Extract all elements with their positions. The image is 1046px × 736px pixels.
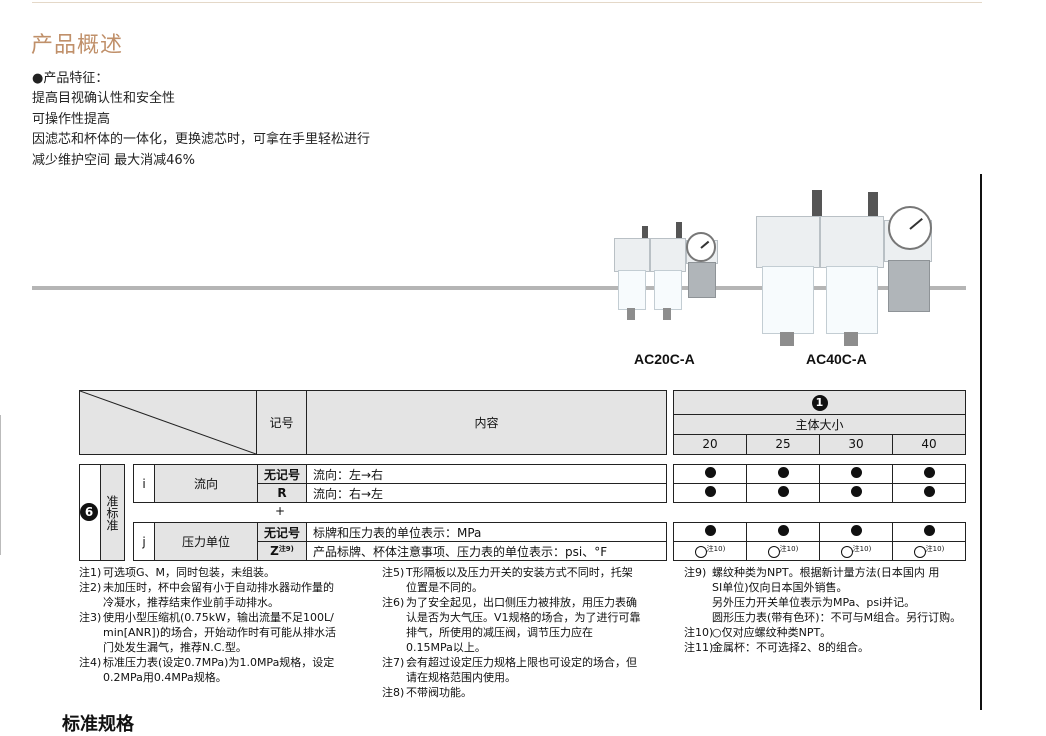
- note-item: 注7)会有超过设定压力规格上限也可设定的场合，但请在规格范围内使用。: [382, 656, 637, 684]
- availability-dot: [673, 522, 747, 542]
- feature-item: 因滤芯和杯体的一体化，更换滤芯时，可拿在手里轻松进行: [32, 132, 371, 147]
- grey-divider-bar: [32, 286, 966, 290]
- group-label: 准标准: [105, 494, 119, 531]
- symbol-none: 无记号: [257, 464, 307, 484]
- option-i-availability: [673, 464, 966, 503]
- option-badge-1: 1: [673, 389, 966, 416]
- option-badge-6: 6: [80, 503, 98, 521]
- section-title-standard-spec: 标准规格: [62, 714, 134, 735]
- feature-heading: ●产品特征：: [32, 71, 109, 86]
- content-unit-psi: 产品标牌、杯体注意事项、压力表的单位表示：psi、°F: [306, 541, 667, 561]
- spec-header-table: 记号 内容: [79, 390, 667, 455]
- size-20: 20: [673, 433, 747, 456]
- product-image-ac40c: [756, 190, 936, 350]
- model-label-ac40c: AC40C-A: [806, 351, 867, 367]
- availability-dot: [746, 483, 820, 503]
- availability-dot: [746, 464, 820, 484]
- option-i-table: i 流向 无记号 流向：左→右 R 流向：右→左: [133, 464, 667, 503]
- note-item: 注10)○仅对应螺纹种类NPT。: [684, 626, 832, 639]
- diagonal-cell: [79, 390, 257, 455]
- availability-dot: [892, 522, 966, 542]
- availability-dot: [673, 464, 747, 484]
- product-image-ac20c: [612, 222, 722, 322]
- availability-dot: [673, 483, 747, 503]
- availability-dot: [746, 522, 820, 542]
- notes-column-2: 注5)T形隔板以及压力开关的安装方式不同时，托架位置是不同的。 注6)为了安全起…: [382, 565, 682, 700]
- symbol-z: Z注9): [257, 541, 307, 561]
- note-item: 注5)T形隔板以及压力开关的安装方式不同时，托架位置是不同的。: [382, 566, 633, 594]
- availability-circle: 注10): [819, 541, 893, 561]
- page-title: 产品概述: [31, 33, 124, 58]
- feature-item: 提高目视确认性和安全性: [32, 91, 176, 106]
- availability-dot: [892, 483, 966, 503]
- content-flow-lr: 流向：左→右: [306, 464, 667, 484]
- size-30: 30: [819, 433, 893, 456]
- left-border: [0, 415, 1, 555]
- header-content: 内容: [306, 390, 667, 455]
- note-item: 注1)可选项G、M，同时包装，未组装。: [79, 566, 276, 579]
- content-flow-rl: 流向：右→左: [306, 483, 667, 503]
- option-name-pressure-unit: 压力单位: [154, 522, 258, 561]
- note-item: 注3)使用小型压缩机(0.75kW，输出流量不足100L/min[ANR])的场…: [79, 611, 337, 654]
- option-name-flow: 流向: [154, 464, 258, 503]
- feature-item: 减少维护空间 最大消减46%: [32, 153, 196, 168]
- notes-column-1: 注1)可选项G、M，同时包装，未组装。 注2)未加压时，杯中会留有小于自动排水器…: [79, 565, 379, 685]
- size-25: 25: [746, 433, 820, 456]
- body-size-label: 主体大小: [673, 414, 966, 435]
- content-unit-mpa: 标牌和压力表的单位表示：MPa: [306, 522, 667, 542]
- option-code-i: i: [133, 464, 155, 503]
- availability-circle: 注10): [746, 541, 820, 561]
- size-header-table: 1 主体大小 20 25 30 40: [673, 389, 966, 456]
- availability-dot: [819, 483, 893, 503]
- header-symbol: 记号: [256, 390, 307, 455]
- option-code-j: j: [133, 522, 155, 561]
- availability-circle: 注10): [892, 541, 966, 561]
- feature-item: 可操作性提高: [32, 112, 111, 127]
- pressure-gauge-icon: [888, 206, 932, 250]
- availability-circle: 注10): [673, 541, 747, 561]
- option-j-table: j 压力单位 无记号 标牌和压力表的单位表示：MPa Z注9) 产品标牌、杯体注…: [133, 522, 667, 561]
- plus-sign: +: [275, 504, 286, 518]
- group-side-cell: [79, 464, 101, 561]
- note-item: 注8)不带阀功能。: [382, 686, 472, 699]
- pressure-gauge-icon: [686, 232, 716, 262]
- group-label-cell: 准标准: [101, 464, 125, 561]
- note-item: 注6)为了安全起见，出口侧压力被排放，用压力表确认是否为大气压。V1规格的场合，…: [382, 596, 641, 654]
- symbol-r: R: [257, 483, 307, 503]
- availability-dot: [819, 522, 893, 542]
- availability-dot: [819, 464, 893, 484]
- note-item: 注2)未加压时，杯中会留有小于自动排水器动作量的冷凝水，推荐结束作业前手动排水。: [79, 581, 334, 609]
- symbol-none: 无记号: [257, 522, 307, 542]
- top-divider: [32, 2, 982, 3]
- model-label-ac20c: AC20C-A: [634, 351, 695, 367]
- option-j-availability: 注10) 注10) 注10) 注10): [673, 522, 966, 561]
- size-40: 40: [892, 433, 966, 456]
- right-border: [980, 174, 982, 710]
- availability-dot: [892, 464, 966, 484]
- note-item: 注11)金属杯：不可选择2、8的组合。: [684, 641, 869, 654]
- diagonal-line-icon: [80, 391, 256, 454]
